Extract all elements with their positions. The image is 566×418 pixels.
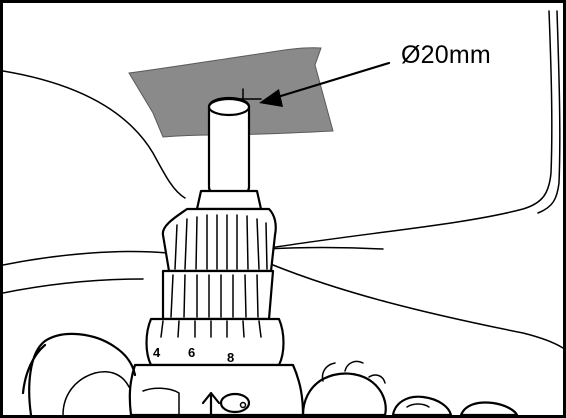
panel-right-edge <box>262 10 553 250</box>
switch-dot <box>239 401 247 409</box>
torque-ticks <box>160 320 262 338</box>
drill-bit-tip <box>207 97 251 117</box>
drill-body-panel <box>142 387 180 415</box>
panel-horizon-line <box>3 250 169 266</box>
torque-scale-6: 6 <box>188 345 195 360</box>
torque-scale-4: 4 <box>153 345 161 360</box>
direction-arrow-icon <box>201 391 221 415</box>
drill-icon <box>128 363 305 415</box>
right-hand-thumb <box>459 401 519 415</box>
arrow-icon <box>269 61 391 101</box>
left-hand-finger <box>62 371 130 415</box>
torque-scale-8: 8 <box>227 350 234 365</box>
arrow-head <box>259 89 283 107</box>
drill-illustration: 4 6 8 10 <box>3 10 563 415</box>
right-hand-knuckles <box>391 395 453 415</box>
masking-tape-icon <box>128 47 334 138</box>
right-hand-nail <box>406 403 430 408</box>
torque-collar <box>145 317 285 367</box>
chuck-ribs <box>174 214 268 270</box>
right-hand <box>301 372 387 415</box>
panel-horizon-line-right <box>264 246 384 250</box>
panel-right-edge-inner <box>537 10 561 214</box>
panel-lower-right-curve <box>272 264 563 349</box>
right-hand-fingers <box>321 360 386 384</box>
hole-diameter-label: Ø20mm <box>401 41 491 69</box>
left-hand <box>21 332 137 415</box>
drill-bit-collar <box>195 189 263 211</box>
chuck-ring-ribs <box>170 274 259 318</box>
panel-lower-curve <box>3 278 144 294</box>
panel-upper-curve <box>3 70 186 199</box>
